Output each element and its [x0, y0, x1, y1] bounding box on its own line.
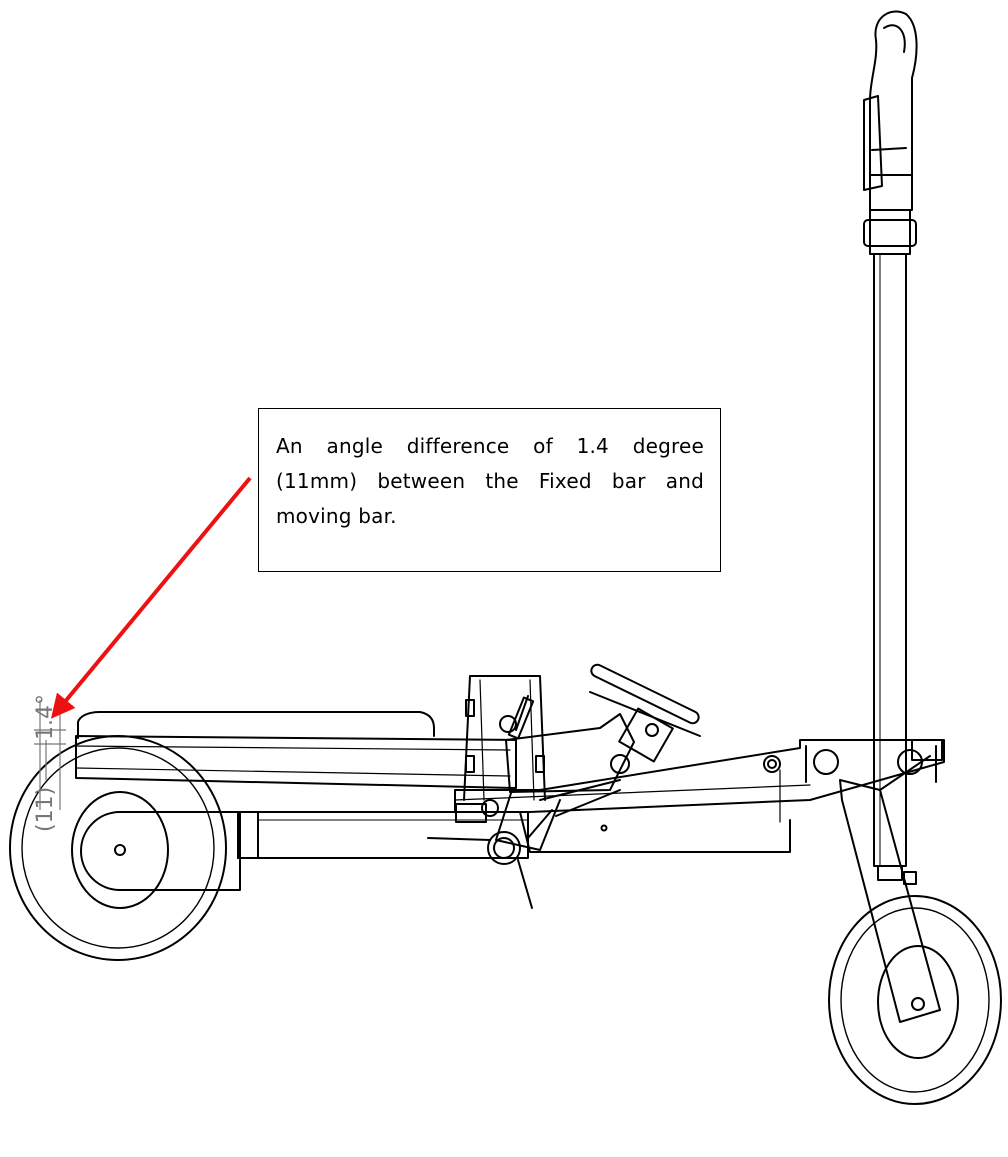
offset-dimension-label: (11) [33, 787, 58, 832]
caster-rollers [813, 749, 923, 775]
pivot-tab [455, 803, 487, 823]
lower-arm [237, 811, 529, 859]
dimension-marks [34, 700, 66, 810]
rear-wheel [805, 745, 1002, 1105]
front-wheel [9, 735, 241, 961]
handle-grip [863, 10, 918, 255]
base-frame [454, 739, 945, 853]
annotation-callout-text: An angle difference of 1.4 degree (11mm)… [276, 434, 704, 528]
red-pointer-arrow [50, 476, 252, 719]
lever-mechanism [427, 663, 701, 909]
support-column [463, 675, 546, 801]
frame-bolt [600, 755, 781, 832]
annotation-callout-box: An angle difference of 1.4 degree (11mm)… [258, 408, 721, 572]
seat-bar [75, 711, 517, 789]
handle-post [873, 253, 917, 885]
angle-dimension-label: 1.4° [33, 694, 58, 740]
